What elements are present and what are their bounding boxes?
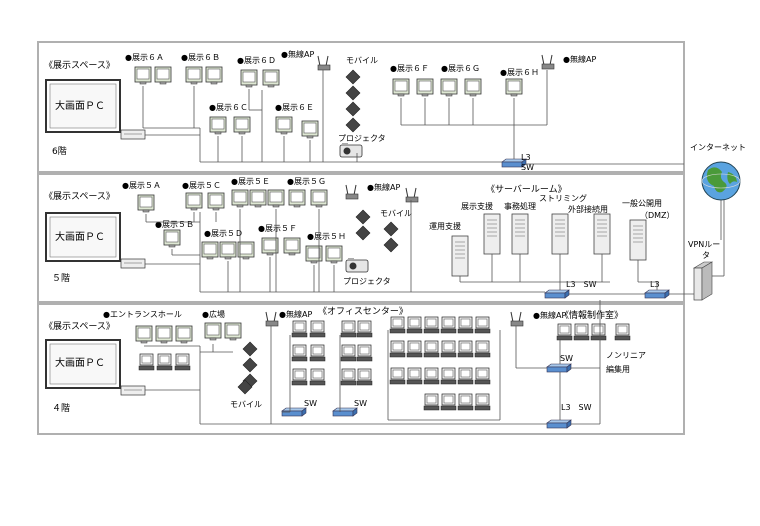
f5-mobile-label: モバイル [380,209,412,218]
f4-sw3-icon [546,363,572,373]
f5-display-a: ●展示５Ａ [122,181,161,190]
vpn-router-label: VPNルー [688,240,720,249]
server-public: 一般公開用 [622,198,662,208]
f5-display-c: ●展示５Ｃ [182,181,221,190]
wan-wiring [712,200,725,277]
f6-display-b: ●展示６Ｂ [181,53,220,62]
f4-space-label: 《展示スペース》 [44,321,115,332]
nonlinear-label2: 編集用 [606,364,630,374]
f5-l3-switch-icon [544,289,570,299]
f5-display-f: ●展示５Ｆ [258,224,297,233]
f4-wiring [144,300,601,425]
f4-mobile-label: モバイル [230,400,262,409]
f5-big-pc-label: 大画面ＰＣ [55,230,105,243]
f4-big-pc-label: 大画面ＰＣ [55,356,105,369]
f4-wap2-label: ●無線AP [533,310,566,320]
f5-projector-label: プロジェクタ [343,277,391,286]
f5-wiring [145,200,700,295]
f5-display-h: ●展示５Ｈ [307,232,346,241]
f4-hub-icon [120,385,146,396]
f6-display-e: ●展示６Ｅ [275,103,314,112]
f5-display-g: ●展示５Ｇ [287,177,326,186]
f6-hub-icon [120,129,146,140]
internet-label: インターネット [690,143,746,152]
internet-globe-icon [701,161,741,201]
f4-plaza-label: ●広場 [202,309,225,319]
f5-hub-icon [120,258,146,269]
vpn-router-icon [692,261,714,301]
f4-sw1-label: SW [304,399,317,408]
f6-display-g: ●展示６Ｇ [441,64,480,73]
f4-sw2-label: SW [354,399,367,408]
f6-big-pc-label: 大画面ＰＣ [55,99,105,112]
f6-projector-label: プロジェクタ [338,134,386,143]
f5-floor-label: ５階 [52,273,70,284]
f6-display-h: ●展示６Ｈ [500,68,539,77]
f4-l3-switch-icon [546,419,572,429]
f6-projector-icon [339,142,363,158]
f5-switch2-label: L3 [650,280,660,289]
info-room-pcs [556,323,631,341]
vpn-router-label2: タ [702,251,710,260]
f5-space-label: 《展示スペース》 [44,191,115,202]
f6-space-label: 《展示スペース》 [44,60,115,71]
f5-switch1-label: L3 SW [566,280,597,289]
f5-display-e: ●展示５Ｅ [231,177,270,186]
f6-switch-sub: SW [521,163,534,172]
server-ops-support: 運用支援 [429,221,461,231]
f5-wap-label: ●無線AP [367,182,400,192]
f5-display-b: ●展示５Ｂ [155,220,194,229]
f5-l3-switch2-icon [644,289,670,299]
f4-entrance-pcs [138,353,191,371]
f4-l3sw-label: L3 SW [561,403,592,412]
f6-display-a: ●展示６Ａ [125,53,164,62]
f4-wap1-label: ●無線AP [279,309,312,319]
server-room-label: 《サーバールーム》 [486,184,567,195]
f5-projector-icon [345,257,369,273]
nonlinear-label1: ノンリニア [606,351,646,360]
server-exhibit-support: 展示支援 [461,201,493,211]
f6-display-c: ●展示６Ｃ [209,103,248,112]
f6-wiring [142,70,684,165]
f6-floor-label: 6階 [52,146,67,157]
server-dmz: （DMZ） [640,211,675,220]
f4-sw3-label: SW [560,354,573,363]
server-external: 外部接続用 [568,204,608,214]
f6-mobile-label: モバイル [346,56,378,65]
f6-wap1-label: ●無線AP [281,49,314,59]
f6-display-d: ●展示６Ｄ [237,56,276,65]
f5-display-d: ●展示５Ｄ [204,229,243,238]
info-room-label: 《情報制作室》 [560,309,623,321]
server-office: 事務処理 [504,201,536,211]
server-streaming: ストリミング [539,193,587,203]
office-center-label: 《オフィスセンター》 [318,306,408,317]
f6-wap2-label: ●無線AP [563,54,596,64]
f4-entrance-label: ●エントランスホール [103,310,182,319]
f6-display-f: ●展示６Ｆ [390,64,429,73]
f6-switch-label: L3 [521,153,531,162]
f4-floor-label: ４階 [52,403,70,414]
f4-sw2-icon [332,407,358,417]
